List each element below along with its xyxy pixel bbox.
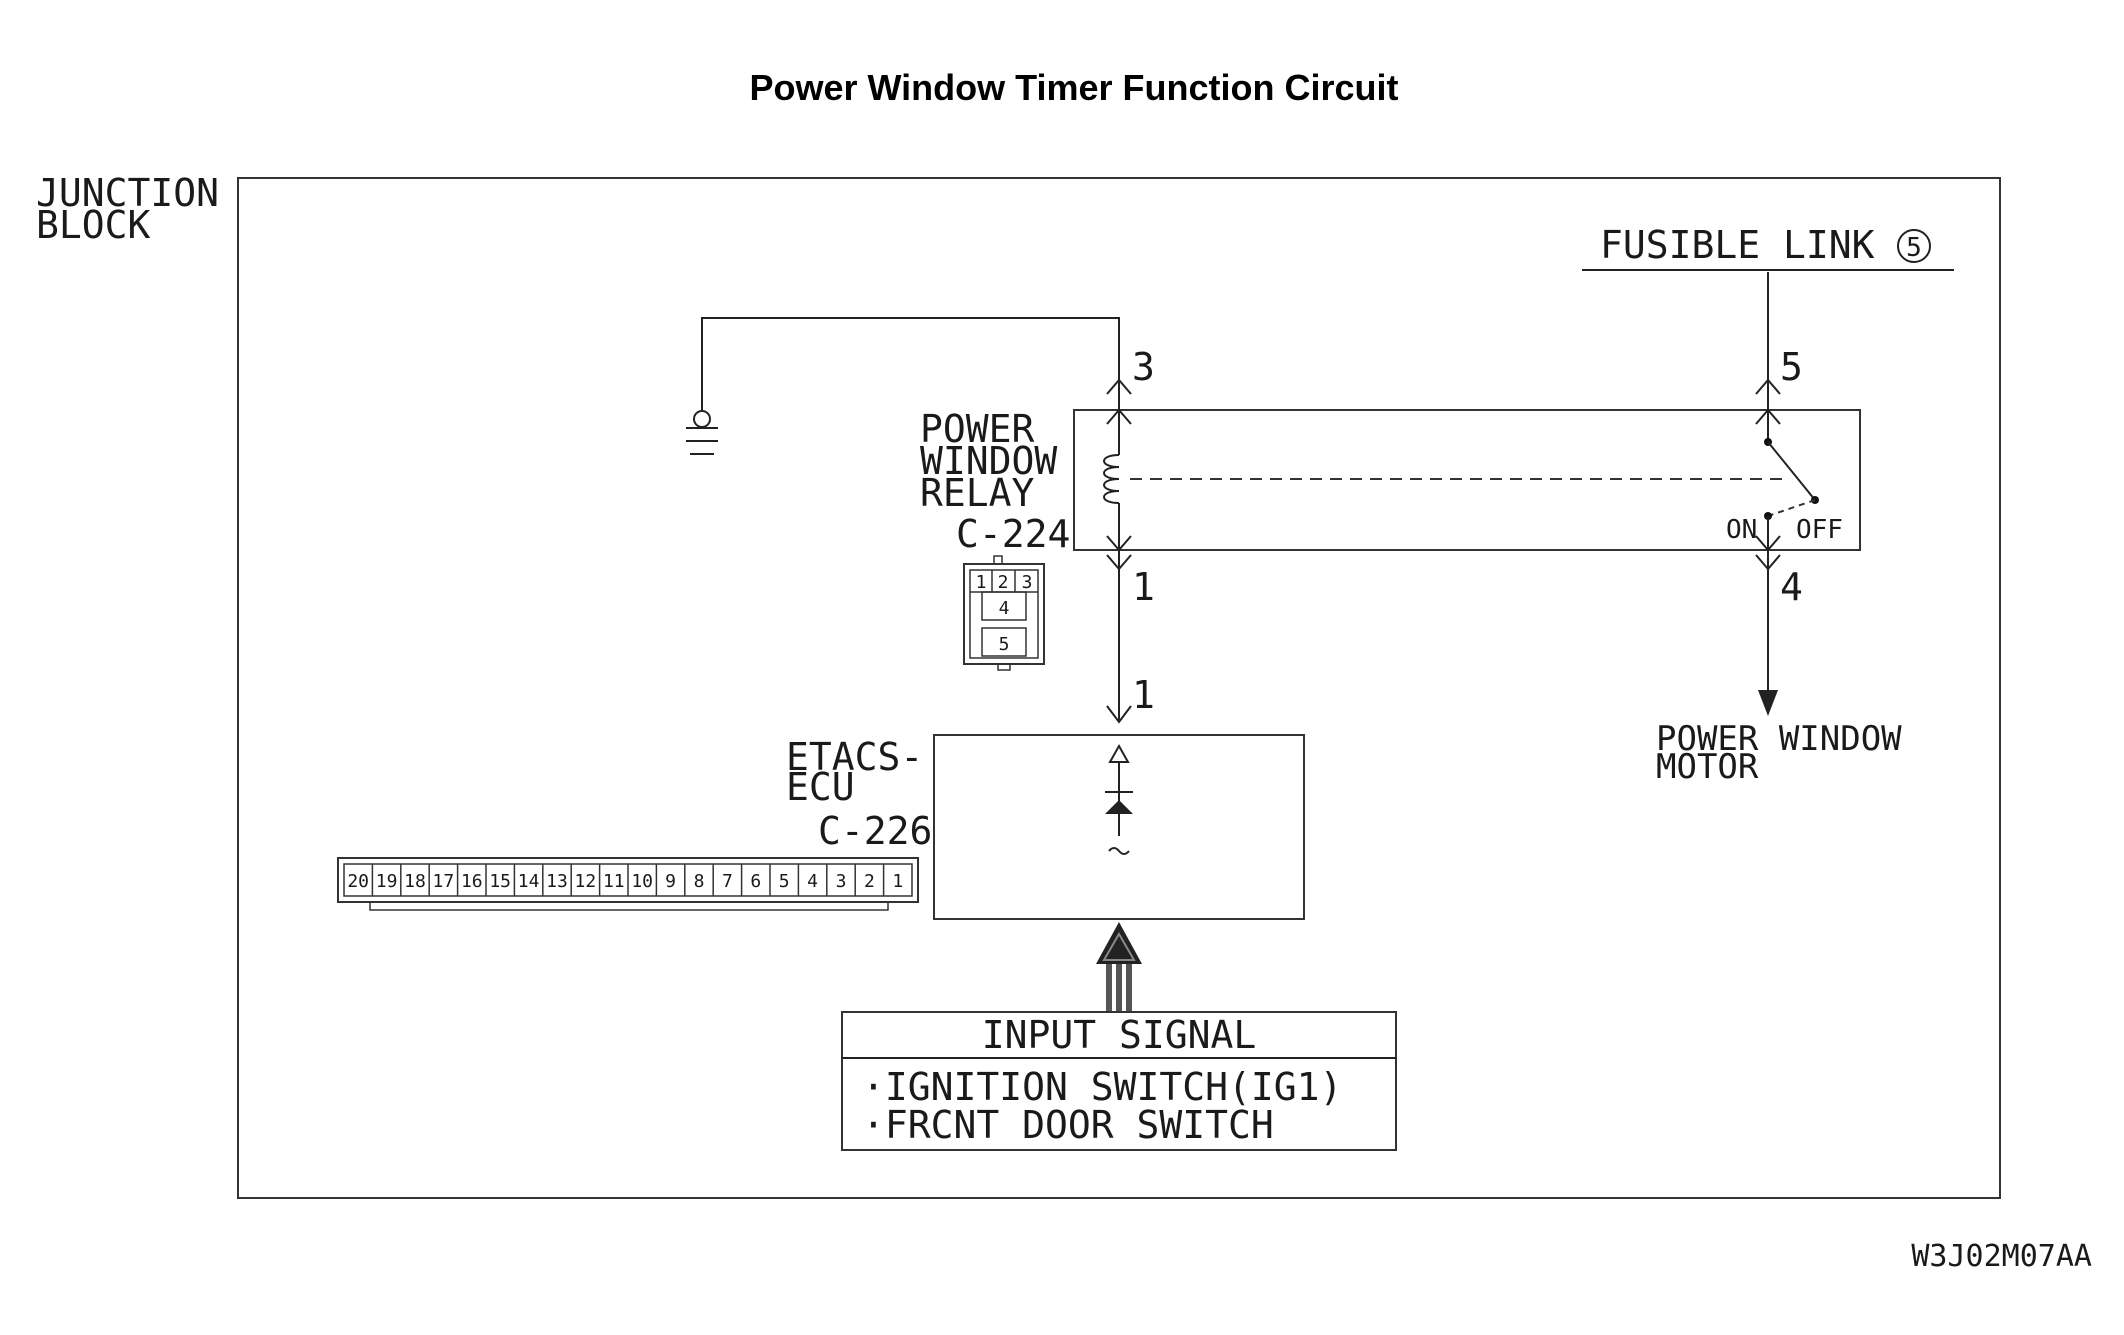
ecu-pin-3: 3 [836,871,847,892]
ecu-pin-5: 5 [779,871,790,892]
relay-label-3: RELAY [920,471,1035,515]
ecu-pin-7: 7 [722,871,733,892]
ecu-pin-15: 15 [489,871,511,892]
switch-on-label: ON [1726,515,1757,545]
power-window-relay-box [1073,409,1861,551]
relay-connector-label: C-224 [956,512,1070,556]
ecu-pin-1-arrow-icon [1106,705,1132,724]
switch-on-path [1767,499,1816,517]
motor-label-1: POWER WINDOW [1656,719,1902,759]
relay-label-1: POWER [920,407,1035,451]
ecu-pin-9: 9 [665,871,676,892]
relay-coil-icon [1103,454,1120,504]
ecu-pin-13: 13 [546,871,568,892]
relay-connector-icon: 1 2 3 4 5 [963,555,1045,671]
ecu-label-1: ETACS- [786,735,923,779]
junction-block-label-1: JUNCTION [36,171,219,215]
ecu-pin-17: 17 [433,871,455,892]
pin-1-arrow-icon [1106,554,1132,571]
input-signal-item-2: ·FRCNT DOOR SWITCH [862,1103,1274,1147]
motor-label-2: MOTOR [1656,747,1759,787]
relay-pin-5-label: 5 [1780,345,1803,389]
ground-wire [701,317,1120,412]
ecu-pin-12: 12 [575,871,597,892]
input-signal-box [841,1011,1397,1151]
ecu-transistor-icon [1105,743,1133,855]
relay-pin-4-label: 4 [1780,565,1803,609]
junction-block-label-2: BLOCK [36,203,151,247]
ecu-pin-14: 14 [518,871,540,892]
diagram-title: Power Window Timer Function Circuit [749,67,1398,108]
pin-3-arrow-icon [1106,378,1132,395]
junction-block-frame [237,177,2001,1199]
pin-5-arrow-icon [1755,378,1781,395]
switch-entry-arrow-icon [1755,408,1781,425]
ecu-pin-8: 8 [694,871,705,892]
relay-pin-5: 5 [999,634,1010,655]
ecu-pin-4: 4 [807,871,818,892]
relay-entry-arrow-icon [1106,408,1132,425]
relay-pin-1: 1 [976,572,987,593]
relay-pin-3-label: 3 [1132,345,1155,389]
ecu-pin-16: 16 [461,871,483,892]
motor-arrow-icon [1758,690,1778,716]
ground-icon [686,410,718,455]
input-signal-item-1: ·IGNITION SWITCH(IG1) [862,1065,1342,1109]
etacs-ecu-box [933,734,1305,920]
ecu-pin-6: 6 [750,871,761,892]
ecu-pin-18: 18 [404,871,426,892]
fusible-link-number-circle [1897,229,1931,263]
relay-pin-3: 3 [1022,572,1033,593]
ecu-label-2: ECU [786,765,855,809]
relay-exit-arrow-icon [1106,535,1132,552]
figure-code: W3J02M07AA [1911,1239,2092,1274]
fusible-link-label: FUSIBLE LINK [1600,223,1875,267]
ecu-pin-1: 1 [892,871,903,892]
relay-label-2: WINDOW [920,439,1057,483]
ecu-pin-19: 19 [376,871,398,892]
relay-pin-1-label: 1 [1132,565,1155,609]
switch-blade-icon [1767,441,1816,501]
ecu-pin-11: 11 [603,871,625,892]
ecu-pin-10: 10 [631,871,653,892]
switch-exit-arrow-icon [1755,535,1781,552]
input-signal-header: INPUT SIGNAL [982,1013,1257,1057]
ecu-pin-20: 20 [347,871,369,892]
ecu-connector-label: C-226 [818,809,932,853]
ecu-pin-2: 2 [864,871,875,892]
pin-4-arrow-icon [1755,554,1781,571]
switch-off-label: OFF [1796,515,1843,545]
relay-pin-2: 2 [998,572,1009,593]
input-signal-arrow-icon [1096,922,1142,1012]
ecu-pin-1-label: 1 [1132,673,1155,717]
relay-pin-4: 4 [999,598,1010,619]
fusible-link-number: 5 [1906,233,1922,263]
